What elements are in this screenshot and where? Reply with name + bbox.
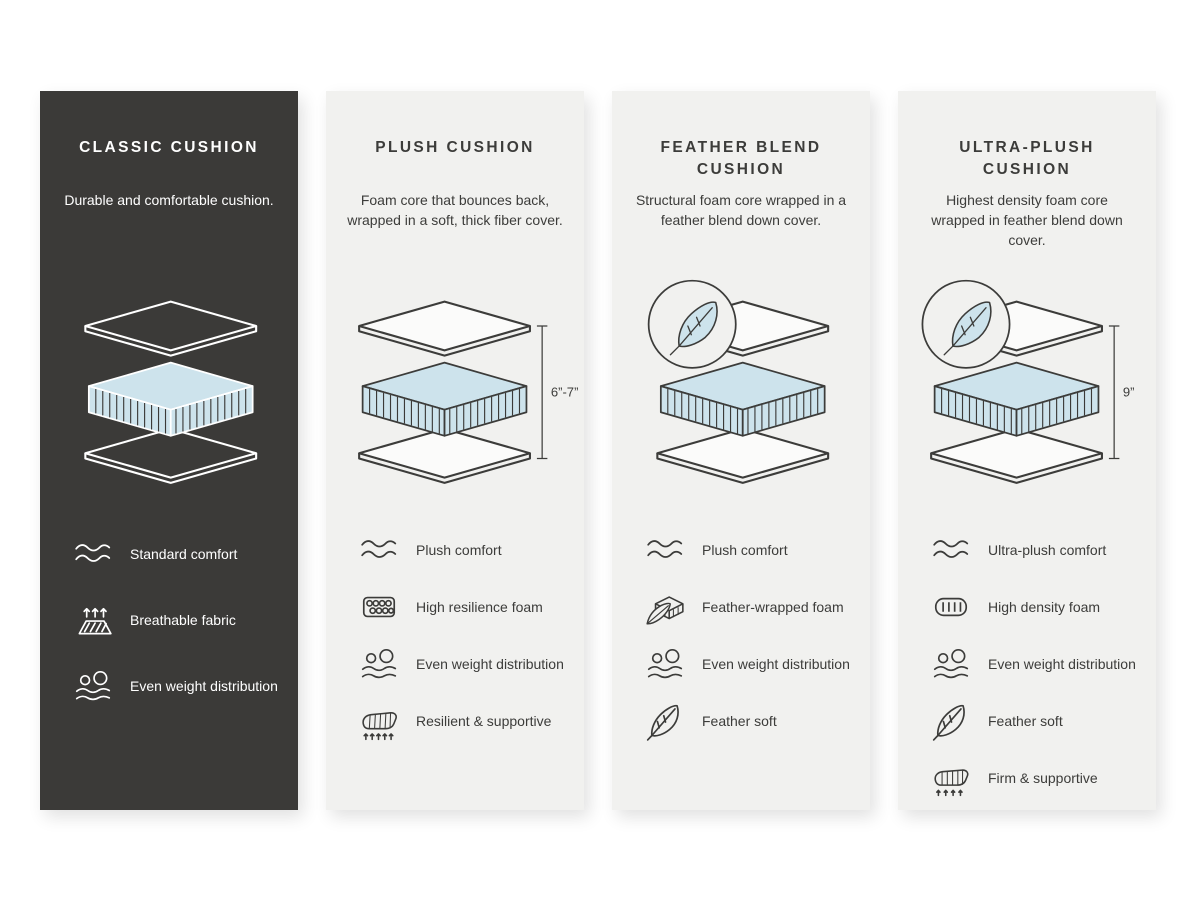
feature-row: Firm & supportive bbox=[930, 757, 1136, 799]
feature-label: Resilient & supportive bbox=[416, 712, 552, 729]
feature-row: Even weight distribution bbox=[358, 643, 564, 685]
feature-row: Breathable fabric bbox=[72, 599, 278, 641]
feature-label: High resilience foam bbox=[416, 598, 543, 615]
wave-icon bbox=[933, 540, 969, 558]
feature-row: Feather soft bbox=[930, 700, 1136, 742]
card-title: CLASSIC CUSHION bbox=[79, 139, 259, 156]
card-title: FEATHER BLEND CUSHION bbox=[660, 139, 822, 178]
feature-label: Standard comfort bbox=[130, 545, 238, 562]
card-description: Highest density foam core wrapped in fea… bbox=[931, 192, 1123, 248]
feature-label: Even weight distribution bbox=[702, 655, 850, 672]
feature-row: Feather-wrapped foam bbox=[644, 586, 850, 628]
layered-cushion-diagram: 9” bbox=[921, 279, 1135, 484]
height-dimension-label: 6”-7” bbox=[551, 385, 579, 400]
cushion-illustration bbox=[60, 259, 278, 503]
wave-icon bbox=[647, 540, 683, 558]
feather-badge-icon bbox=[647, 279, 737, 369]
card-title: PLUSH CUSHION bbox=[375, 139, 535, 156]
feature-label: Even weight distribution bbox=[130, 677, 278, 694]
card-feather-blend-cushion: FEATHER BLEND CUSHION Structural foam co… bbox=[612, 91, 870, 810]
layered-cushion-diagram bbox=[647, 279, 830, 484]
wave-icon bbox=[361, 540, 397, 558]
height-bracket bbox=[536, 325, 548, 460]
feature-row: Even weight distribution bbox=[930, 643, 1136, 685]
feature-list: Plush comfort High resilience foam Even … bbox=[346, 529, 564, 742]
height-dimension-label: 9” bbox=[1123, 385, 1135, 400]
feature-label: Plush comfort bbox=[702, 541, 788, 558]
card-row: CLASSIC CUSHION Durable and comfortable … bbox=[40, 91, 1156, 810]
feature-row: Resilient & supportive bbox=[358, 700, 564, 742]
feature-label: Feather-wrapped foam bbox=[702, 598, 844, 615]
feather-icon bbox=[932, 704, 965, 741]
card-plush-cushion: PLUSH CUSHION Foam core that bounces bac… bbox=[326, 91, 584, 810]
cushion-illustration bbox=[632, 259, 850, 503]
feature-row: Even weight distribution bbox=[644, 643, 850, 685]
feature-label: Ultra-plush comfort bbox=[988, 541, 1107, 558]
feature-row: Plush comfort bbox=[644, 529, 850, 571]
breathable-fabric-icon bbox=[78, 607, 112, 635]
card-description: Foam core that bounces back, wrapped in … bbox=[347, 192, 563, 228]
card-classic-cushion: CLASSIC CUSHION Durable and comfortable … bbox=[40, 91, 298, 810]
even-weight-icon bbox=[361, 648, 397, 679]
cushion-illustration: 9” bbox=[918, 259, 1136, 503]
height-bracket bbox=[1108, 325, 1120, 460]
feature-row: High resilience foam bbox=[358, 586, 564, 628]
feature-row: High density foam bbox=[930, 586, 1136, 628]
feature-label: High density foam bbox=[988, 598, 1101, 615]
card-title: ULTRA-PLUSH CUSHION bbox=[959, 139, 1095, 178]
high-resilience-foam-icon bbox=[362, 596, 396, 618]
firm-supportive-icon bbox=[934, 769, 969, 797]
card-ultra-plush-cushion: ULTRA-PLUSH CUSHION Highest density foam… bbox=[898, 91, 1156, 810]
feature-label: Feather soft bbox=[988, 712, 1063, 729]
feature-label: Even weight distribution bbox=[416, 655, 564, 672]
layered-cushion-diagram: 6”-7” bbox=[358, 300, 579, 484]
feature-label: Breathable fabric bbox=[130, 611, 236, 628]
resilient-supportive-icon bbox=[362, 711, 397, 741]
wave-icon bbox=[75, 544, 111, 562]
feature-row: Plush comfort bbox=[358, 529, 564, 571]
even-weight-icon bbox=[933, 648, 969, 679]
feature-list: Ultra-plush comfort High density foam Ev… bbox=[918, 529, 1136, 799]
feature-label: Even weight distribution bbox=[988, 655, 1136, 672]
feather-badge-icon bbox=[921, 279, 1011, 369]
even-weight-icon bbox=[75, 670, 111, 701]
feature-row: Feather soft bbox=[644, 700, 850, 742]
cushion-illustration: 6”-7” bbox=[346, 259, 578, 503]
card-description: Durable and comfortable cushion. bbox=[64, 192, 274, 208]
even-weight-icon bbox=[647, 648, 683, 679]
feature-label: Feather soft bbox=[702, 712, 777, 729]
feature-list: Plush comfort Feather-wrapped foam Even … bbox=[632, 529, 850, 742]
feature-label: Firm & supportive bbox=[988, 769, 1098, 786]
feature-list: Standard comfort Breathable fabric Even … bbox=[60, 533, 278, 707]
feature-row: Ultra-plush comfort bbox=[930, 529, 1136, 571]
high-density-foam-icon bbox=[934, 597, 968, 617]
feather-wrapped-foam-icon bbox=[646, 596, 684, 625]
feather-icon bbox=[646, 704, 679, 741]
feature-row: Standard comfort bbox=[72, 533, 278, 575]
card-description: Structural foam core wrapped in a feathe… bbox=[635, 192, 847, 228]
layered-cushion-diagram bbox=[84, 300, 258, 484]
feature-row: Even weight distribution bbox=[72, 665, 278, 707]
feature-label: Plush comfort bbox=[416, 541, 502, 558]
